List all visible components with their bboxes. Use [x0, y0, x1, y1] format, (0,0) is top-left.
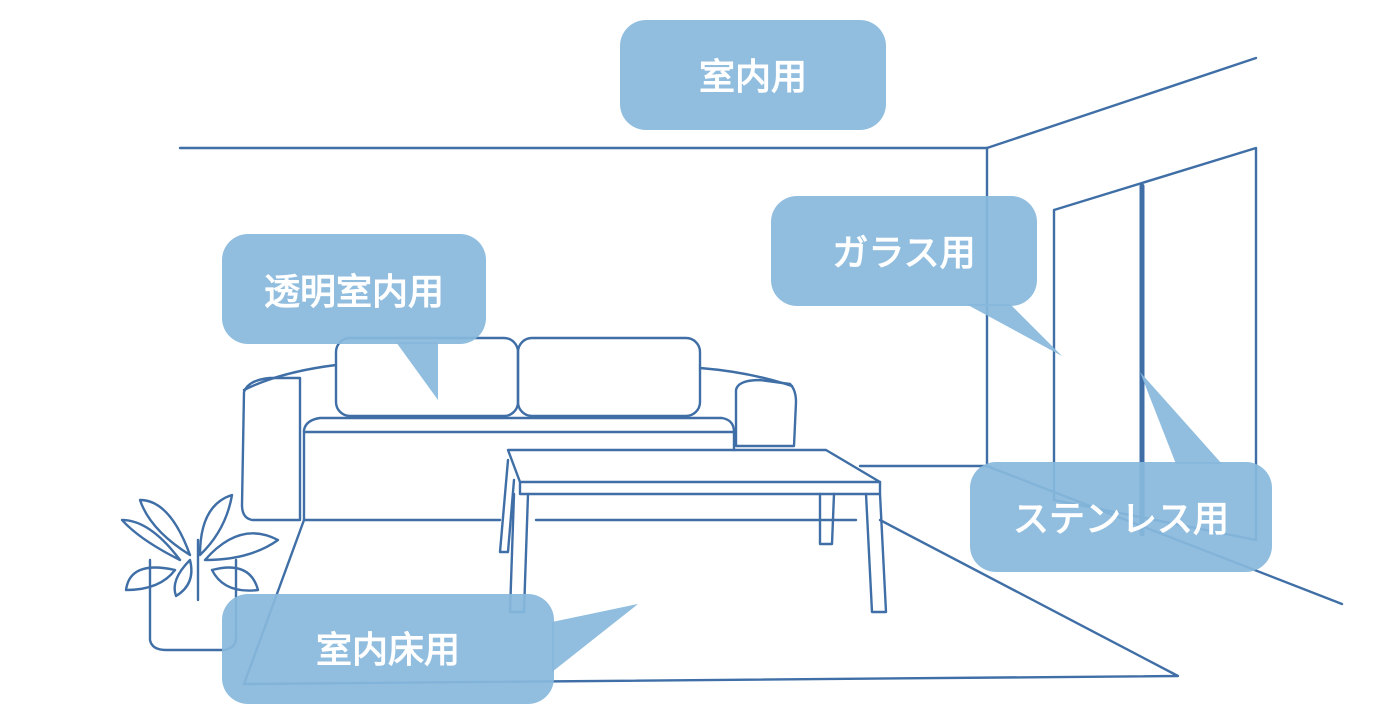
table-top-edge — [518, 480, 882, 496]
sofa-left-arm — [240, 376, 302, 522]
right-wall-top-line — [985, 56, 1258, 150]
bubble-indoor-floor-tail — [552, 604, 638, 672]
bubble-glass — [771, 196, 1037, 306]
label-indoor-floor: 室内床用 — [316, 630, 460, 671]
label-stainless: ステンレス用 — [1013, 499, 1229, 540]
window-frame — [1052, 146, 1258, 542]
bubbles — [222, 20, 1272, 704]
label-glass: ガラス用 — [832, 233, 975, 274]
plant-leaves — [120, 493, 280, 602]
bubble-labels: 室内用 ガラス用 透明室内用 ステンレス用 室内床用 — [264, 57, 1229, 671]
table-top — [506, 448, 882, 484]
table-right-front-leg — [864, 492, 888, 614]
room-lines — [120, 56, 1344, 686]
bubble-stainless-tail — [1140, 372, 1222, 464]
table-left-back-leg — [498, 458, 516, 554]
bubble-transparent-indoor — [222, 234, 486, 344]
bubble-transparent-indoor-tail — [396, 342, 438, 400]
bubble-indoor — [620, 20, 886, 130]
sofa-seat — [302, 416, 736, 522]
sofa-right-arm-top — [698, 366, 794, 388]
sofa-left-arm-top — [242, 363, 338, 392]
bubble-glass-tail — [966, 304, 1062, 356]
label-transparent-indoor: 透明室内用 — [264, 272, 444, 313]
label-indoor: 室内用 — [699, 57, 807, 98]
bubble-indoor-floor — [222, 594, 554, 704]
sofa-back-cushion-right — [516, 336, 702, 418]
bubble-stainless — [970, 462, 1272, 572]
sofa-right-arm — [734, 378, 798, 448]
